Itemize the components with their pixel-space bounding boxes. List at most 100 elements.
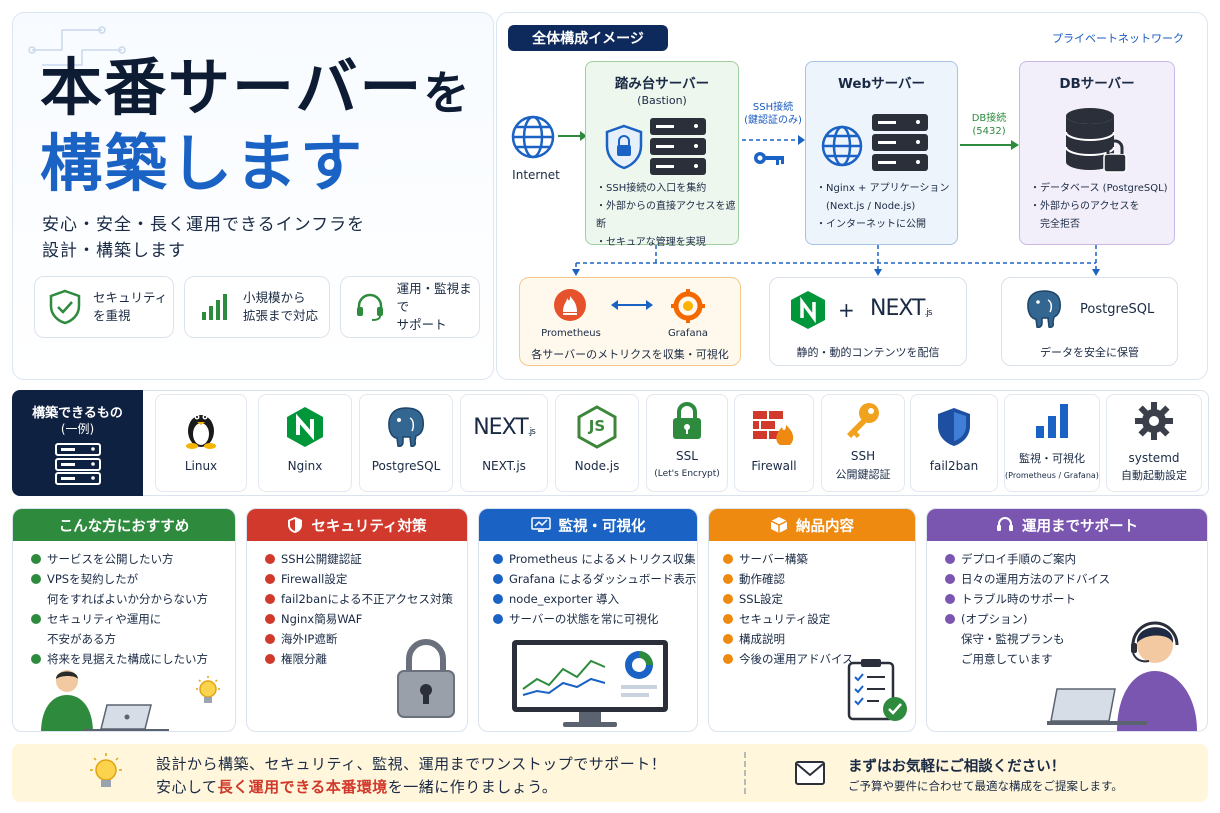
panel-recommend: こんな方におすすめ サービスを公開したい方 VPSを契約したが何をすればよいか分… bbox=[12, 508, 236, 732]
circuit-decoration-icon bbox=[28, 26, 126, 66]
headset-icon bbox=[351, 287, 389, 327]
ssh-arrow-icon bbox=[742, 135, 805, 165]
globe-icon bbox=[511, 115, 555, 159]
prometheus-icon bbox=[554, 289, 586, 321]
tech-item-label: Firewall bbox=[751, 459, 797, 473]
tech-item-ssh: SSH 公開鍵認証 bbox=[821, 394, 905, 492]
tech-item-fail2ban: fail2ban bbox=[910, 394, 998, 492]
db-connection-label: DB接続(5432) bbox=[971, 113, 1007, 137]
bastion-subtitle: (Bastion) bbox=[637, 94, 687, 107]
arrow-right-icon bbox=[558, 131, 587, 141]
list-item: デプロイ手順のご案内 bbox=[945, 549, 1110, 569]
list-item: (オプション)保守・監視プランもご用意しています bbox=[945, 609, 1110, 669]
globe-icon bbox=[821, 125, 863, 167]
tech-heading-box: 構築できるもの (一例) bbox=[12, 390, 143, 496]
database-lock-icon bbox=[1065, 108, 1127, 173]
bastion-feature: ・セキュアな管理を実現 bbox=[596, 237, 706, 248]
tech-item-nodejs: JS Node.js bbox=[555, 394, 639, 492]
list-item: トラブル時のサポート bbox=[945, 589, 1110, 609]
db-server-feature: ・外部からのアクセスを bbox=[1030, 201, 1140, 212]
list-item: SSH公開鍵認証 bbox=[265, 549, 453, 569]
db-stack-box: PostgreSQL データを安全に保管 bbox=[1001, 277, 1178, 366]
tech-item-nextjs: NEXT.js NEXT.js bbox=[460, 394, 548, 492]
list-item-line: (オプション) bbox=[961, 612, 1028, 626]
monitoring-box: Prometheus Grafana 各サーバーのメトリクスを収集・可視化 bbox=[519, 277, 741, 366]
db-stack-caption: データを安全に保管 bbox=[1040, 346, 1139, 359]
feature-scalable: 小規模から拡張まで対応 bbox=[184, 276, 330, 338]
postgresql-elephant-icon bbox=[1027, 290, 1061, 328]
tech-item-label: SSH bbox=[850, 449, 876, 463]
list-item: 日々の運用方法のアドバイス bbox=[945, 569, 1110, 589]
shield-icon bbox=[938, 408, 970, 446]
tech-item-label: Node.js bbox=[574, 459, 620, 473]
tech-item-label: 監視・可視化 bbox=[1019, 452, 1085, 465]
list-item: サービスを公開したい方 bbox=[31, 549, 208, 569]
monitoring-list: Prometheus によるメトリクス収集 Grafana によるダッシュボード… bbox=[493, 549, 696, 629]
bastion-server-box: 踏み台サーバー (Bastion) ・SSH接続の入口を集約 ・外部からの直接ア… bbox=[585, 61, 739, 248]
tech-item-nginx: Nginx bbox=[258, 394, 352, 492]
bidirectional-arrow-icon bbox=[611, 300, 653, 310]
panel-monitoring: 監視・可視化 Prometheus によるメトリクス収集 Grafana による… bbox=[478, 508, 698, 732]
bastion-features: ・SSH接続の入口を集約 ・外部からの直接アクセスを遮断 ・セキュアな管理を実現 bbox=[596, 180, 738, 252]
private-network-label: プライベートネットワーク bbox=[1052, 32, 1184, 45]
panel-support-header: 運用までサポート bbox=[927, 509, 1207, 541]
hero-subtitle-line1: 安心・安全・長く運用できるインフラを bbox=[42, 215, 366, 235]
tech-item-firewall: Firewall bbox=[734, 394, 814, 492]
cta-title: まずはお気軽にご相談ください！ bbox=[848, 759, 1066, 775]
recommend-list: サービスを公開したい方 VPSを契約したが何をすればよいか分からない方 セキュリ… bbox=[31, 549, 208, 669]
list-item-line: セキュリティや運用に bbox=[47, 612, 162, 626]
dashed-connectors bbox=[572, 245, 1100, 276]
web-server-box: Webサーバー ・Nginx + アプリケーション (Next.js / Nod… bbox=[805, 61, 958, 245]
lightbulb-icon bbox=[196, 676, 220, 703]
panel-monitoring-title: 監視・可視化 bbox=[558, 518, 646, 535]
postgresql-elephant-icon bbox=[388, 407, 424, 447]
support-person-illustration-icon bbox=[1047, 621, 1197, 731]
web-stack-caption: 静的・動的コンテンツを配信 bbox=[796, 346, 940, 359]
tech-item-ssl: SSL (Let's Encrypt) bbox=[646, 394, 728, 492]
bastion-feature: ・外部からの直接アクセスを遮断 bbox=[596, 201, 736, 230]
panel-support: 運用までサポート デプロイ手順のご案内 日々の運用方法のアドバイス トラブル時の… bbox=[926, 508, 1208, 732]
list-item: 将来を見据えた構成にしたい方 bbox=[31, 649, 208, 669]
tech-item-label: Linux bbox=[184, 459, 218, 473]
linux-tux-icon bbox=[186, 414, 216, 449]
list-item: VPSを契約したが何をすればよいか分からない方 bbox=[31, 569, 208, 609]
headset-icon bbox=[997, 517, 1013, 531]
tech-item-postgresql: PostgreSQL bbox=[359, 394, 453, 492]
list-item-line: VPSを契約したが bbox=[47, 572, 139, 586]
hero-subtitle-line2: 設計・構築します bbox=[42, 241, 186, 261]
nginx-icon bbox=[791, 291, 825, 329]
web-server-feature: ・インターネットに公開 bbox=[816, 219, 926, 230]
panel-security-title: セキュリティ対策 bbox=[311, 518, 427, 535]
firewall-icon bbox=[753, 411, 794, 445]
hero-title: 本番サーバーを bbox=[40, 51, 472, 124]
tech-heading-sub: (一例) bbox=[60, 422, 95, 436]
tech-item-label: fail2ban bbox=[929, 459, 979, 473]
list-item: fail2banによる不正アクセス対策 bbox=[265, 589, 453, 609]
tech-item-sublabel: (Prometheus / Grafana) bbox=[1005, 471, 1099, 480]
list-item-line: ご用意しています bbox=[961, 652, 1053, 666]
list-item: Prometheus によるメトリクス収集 bbox=[493, 549, 696, 569]
shield-lock-icon bbox=[605, 124, 643, 170]
feature-support: 運用・監視までサポート bbox=[340, 276, 480, 338]
db-server-title: DBサーバー bbox=[1059, 76, 1135, 92]
db-server-features: ・データベース (PostgreSQL) ・外部からのアクセスを 完全拒否 bbox=[1030, 180, 1168, 234]
nginx-icon bbox=[287, 407, 323, 447]
tech-item-label: Nginx bbox=[287, 459, 323, 473]
support-list: デプロイ手順のご案内 日々の運用方法のアドバイス トラブル時のサポート (オプシ… bbox=[945, 549, 1110, 669]
postgresql-label: PostgreSQL bbox=[1080, 302, 1155, 317]
list-item: Firewall設定 bbox=[265, 569, 453, 589]
key-icon bbox=[847, 403, 879, 438]
tech-item-sublabel: 公開鍵認証 bbox=[835, 468, 891, 481]
list-item-line: 不安がある方 bbox=[47, 632, 116, 646]
list-item: 動作確認 bbox=[723, 569, 854, 589]
tech-item-sublabel: 自動起動設定 bbox=[1121, 469, 1187, 482]
plus-sign: + bbox=[838, 298, 855, 322]
monitor-chart-icon bbox=[530, 517, 551, 532]
hero-title-line2: 構築します bbox=[40, 127, 366, 200]
envelope-icon bbox=[795, 761, 825, 785]
list-item: Grafana によるダッシュボード表示 bbox=[493, 569, 696, 589]
tech-item-label: systemd bbox=[1128, 451, 1180, 465]
panel-delivery: 納品内容 サーバー構築 動作確認 SSL設定 セキュリティ設定 構成説明 今後の… bbox=[708, 508, 916, 732]
list-item: node_exporter 導入 bbox=[493, 589, 696, 609]
db-server-feature: ・データベース (PostgreSQL) bbox=[1030, 183, 1168, 194]
